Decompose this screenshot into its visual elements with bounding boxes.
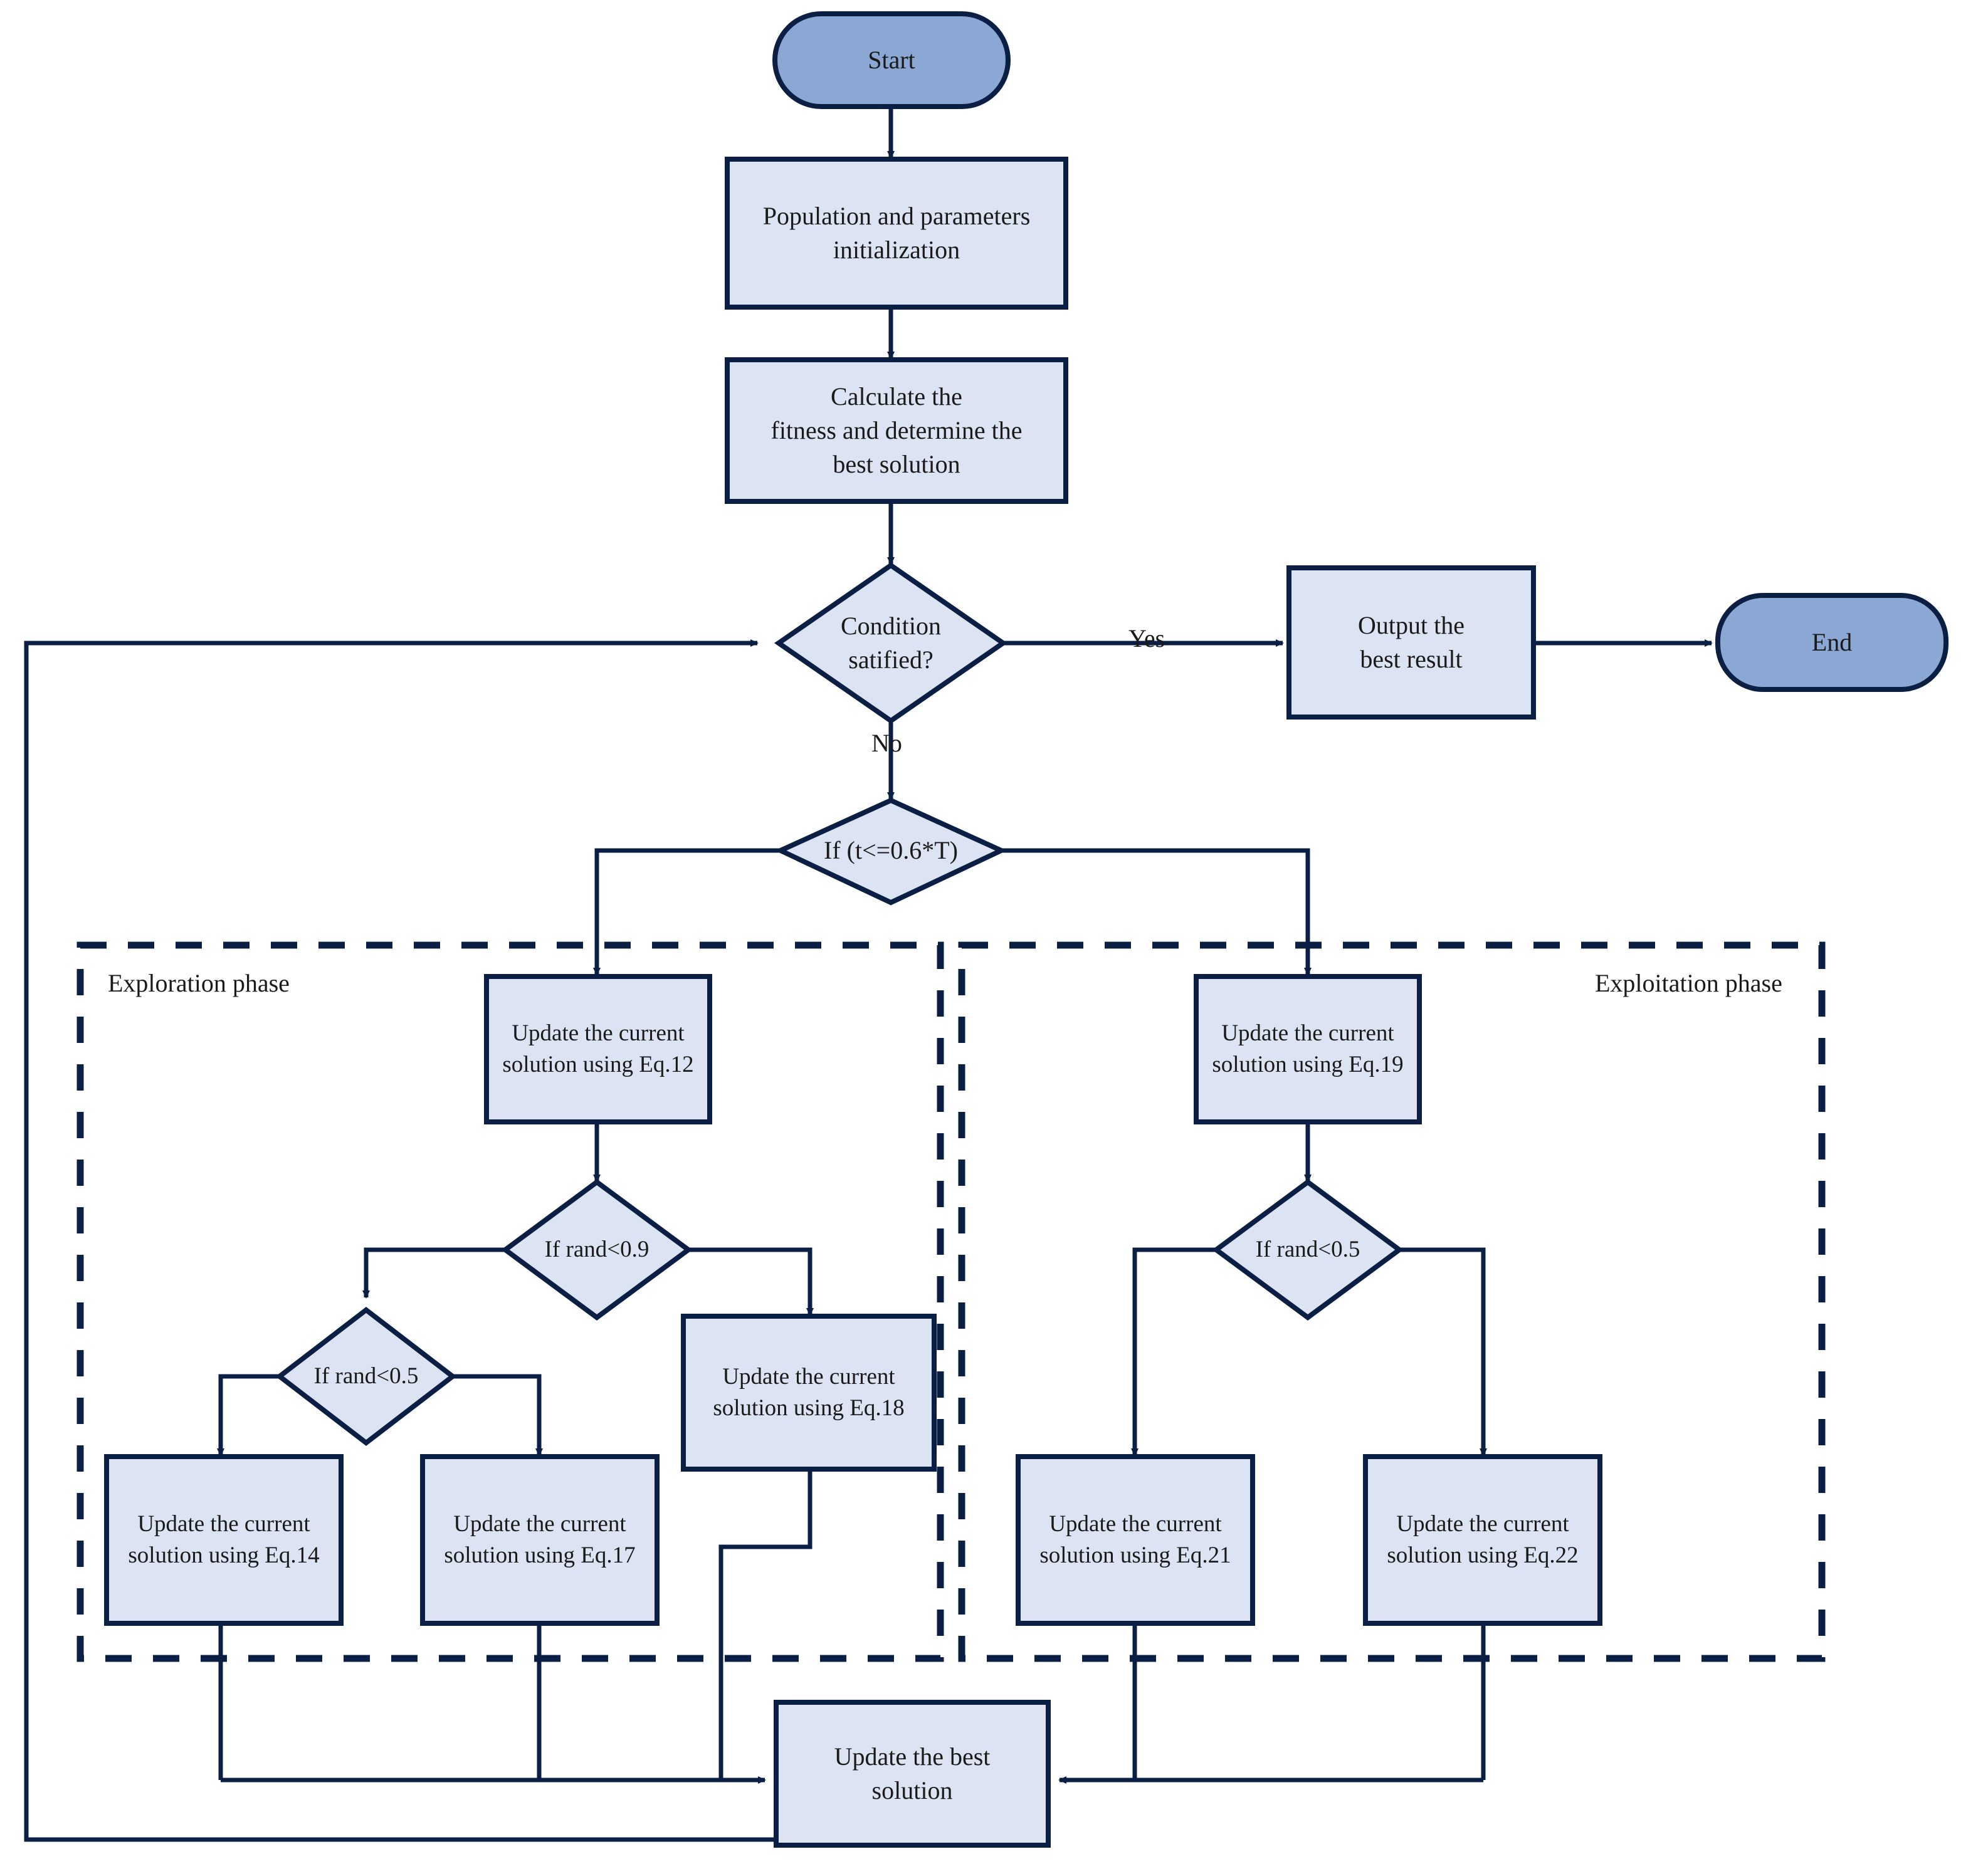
node-eq22-shape[interactable] bbox=[1363, 1454, 1602, 1626]
node-start-shape[interactable] bbox=[772, 11, 1011, 109]
node-rand09-shape[interactable] bbox=[501, 1179, 693, 1321]
node-eq14-shape[interactable] bbox=[104, 1454, 344, 1626]
edge-split-right-to-eq19 bbox=[1001, 848, 1312, 976]
edge-rand05r-left-to-eq21 bbox=[1131, 1247, 1218, 1457]
phase-group-layer bbox=[76, 941, 1826, 1662]
node-update-best-shape[interactable] bbox=[774, 1700, 1051, 1848]
edge-rand05r-right-to-eq22 bbox=[1398, 1247, 1487, 1457]
edge-rand09-left-to-rand05 bbox=[362, 1247, 507, 1299]
edge-split-left-to-eq12 bbox=[593, 848, 781, 976]
node-end-shape[interactable] bbox=[1715, 593, 1949, 692]
node-eq21-shape[interactable] bbox=[1016, 1454, 1255, 1626]
node-init-shape[interactable] bbox=[725, 157, 1068, 310]
edge-rand09-right-to-eq18 bbox=[687, 1247, 814, 1316]
node-rand05-right-shape[interactable] bbox=[1212, 1179, 1404, 1321]
exploitation-phase-label: Exploitation phase bbox=[1595, 969, 1782, 997]
exploration-phase-label: Exploration phase bbox=[108, 969, 290, 997]
node-layer bbox=[104, 11, 1949, 1848]
edge-loop-back-to-condition bbox=[24, 639, 915, 1845]
edge-eq18-to-merge bbox=[718, 1469, 813, 1780]
node-phase-split-shape[interactable] bbox=[774, 797, 1007, 906]
exploitation-phase-box bbox=[958, 941, 1826, 1662]
node-eq18-shape[interactable] bbox=[681, 1314, 937, 1472]
edge-rand05l-left-to-eq14 bbox=[217, 1374, 281, 1457]
edge-label-yes: Yes bbox=[1128, 624, 1165, 652]
node-eq17-shape[interactable] bbox=[420, 1454, 660, 1626]
exploration-phase-box bbox=[76, 941, 944, 1662]
node-condition-shape[interactable] bbox=[774, 562, 1008, 724]
edge-rand05l-right-to-eq17 bbox=[451, 1374, 543, 1457]
node-eq19-shape[interactable] bbox=[1194, 974, 1422, 1124]
node-fitness-shape[interactable] bbox=[725, 357, 1068, 504]
node-rand05-left-shape[interactable] bbox=[275, 1306, 457, 1447]
edge-label-no: No bbox=[871, 729, 902, 757]
node-output-shape[interactable] bbox=[1286, 565, 1536, 720]
node-eq12-shape[interactable] bbox=[484, 974, 712, 1124]
